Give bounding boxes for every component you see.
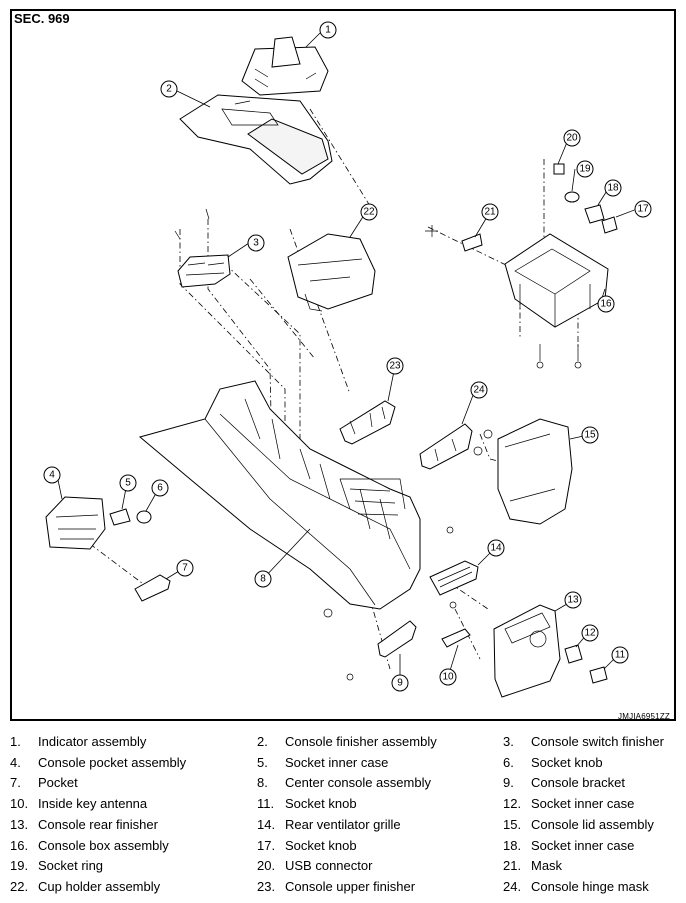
console-rear-finisher-part [493,604,561,698]
console-pocket-assembly-part [45,496,106,550]
center-console-assembly-part [138,380,421,610]
svg-text:8: 8 [260,574,266,585]
svg-text:9: 9 [397,678,403,689]
callout-17: 17 [634,200,652,218]
cup-holder-assembly-part [287,233,376,312]
svg-text:2: 2 [166,84,172,95]
callout-24: 24 [470,381,488,399]
exploded-view-drawing: 1 2 3 4 5 6 7 8 9 10 11 12 13 14 15 16 1… [43,21,652,698]
console-switch-finisher-part [174,208,231,288]
indicator-assembly-part [241,36,329,96]
svg-text:16: 16 [600,299,612,310]
callout-8: 8 [254,570,272,588]
callout-12: 12 [581,624,599,642]
svg-text:7: 7 [182,563,188,574]
svg-text:21: 21 [484,207,496,218]
callout-16: 16 [597,295,615,313]
callout-markers: 1 2 3 4 5 6 7 8 9 10 11 12 13 14 15 16 1… [43,21,652,692]
svg-text:20: 20 [566,133,578,144]
socket-group-left [109,508,152,526]
callout-4: 4 [43,466,61,484]
callout-5: 5 [119,474,137,492]
svg-text:10: 10 [442,672,454,683]
figure-code: JMJIA6951ZZ [618,712,670,721]
inside-key-antenna-part [441,526,471,648]
svg-text:19: 19 [579,164,591,175]
parts-legend: 1.Indicator assembly 2.Console finisher … [10,734,664,894]
callout-10: 10 [439,668,457,686]
svg-text:5: 5 [125,478,131,489]
svg-text:11: 11 [615,650,626,661]
console-box-assembly-part [425,225,609,369]
svg-text:4: 4 [49,470,55,481]
callout-19: 19 [576,160,594,178]
svg-text:17: 17 [637,204,649,215]
section-title: SEC. 969 [14,11,70,26]
svg-text:1: 1 [325,25,331,36]
console-bracket-part [323,608,417,681]
svg-text:22: 22 [363,207,375,218]
callout-15: 15 [581,426,599,444]
callout-23: 23 [386,357,404,375]
callout-18: 18 [604,179,622,197]
svg-text:24: 24 [473,385,485,396]
console-lid-assembly-part [473,418,573,525]
console-finisher-assembly-part [179,94,333,185]
callout-3: 3 [247,234,265,252]
socket-group-upper [553,163,618,234]
svg-text:13: 13 [567,595,579,606]
svg-text:18: 18 [607,183,619,194]
svg-text:23: 23 [389,361,401,372]
svg-text:14: 14 [490,543,502,554]
svg-text:15: 15 [584,430,596,441]
svg-text:3: 3 [253,238,259,249]
callout-22: 22 [360,203,378,221]
socket-group-rear [564,644,608,684]
rear-ventilator-grille-part [429,560,479,596]
mask-part [461,233,483,252]
svg-text:12: 12 [584,628,596,639]
callout-14: 14 [487,539,505,557]
svg-text:6: 6 [157,483,163,494]
callout-20: 20 [563,129,581,147]
console-upper-finisher-part [339,400,396,445]
console-hinge-mask-part [419,423,473,470]
callout-1: 1 [319,21,337,39]
callout-11: 11 [611,646,629,664]
callout-2: 2 [160,80,178,98]
callout-9: 9 [391,674,409,692]
pocket-part [134,574,171,602]
callout-13: 13 [564,591,582,609]
callout-6: 6 [151,479,169,497]
callout-21: 21 [481,203,499,221]
callout-7: 7 [176,559,194,577]
